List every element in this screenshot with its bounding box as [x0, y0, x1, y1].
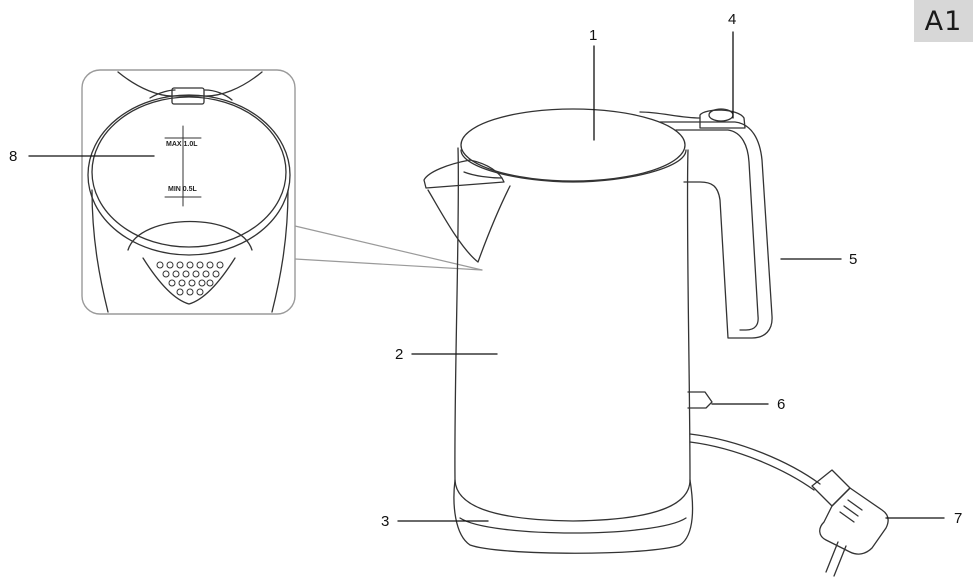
magnifier-connector: [294, 225, 483, 271]
callout-4: 4: [728, 11, 737, 28]
max-level-mark: MAX 1.0L: [166, 141, 198, 148]
callout-8: 8: [9, 148, 18, 165]
min-level-mark: MIN 0.5L: [168, 186, 197, 193]
leader-lines: [28, 31, 945, 522]
handle-shape: [659, 121, 773, 339]
callout-5: 5: [849, 251, 858, 268]
figure-badge: A1: [914, 0, 973, 42]
filter-holes: [156, 261, 224, 296]
callout-2: 2: [395, 346, 404, 363]
switch-shape: [699, 109, 746, 129]
lid-shape: [460, 108, 686, 182]
spout-shape: [423, 159, 505, 189]
callout-7: 7: [954, 510, 963, 527]
callout-6: 6: [777, 396, 786, 413]
plug-shape: [811, 469, 889, 577]
callout-3: 3: [381, 513, 390, 530]
body-shape: [454, 147, 691, 522]
level-marks: [164, 125, 202, 207]
inset-top-view: [81, 69, 296, 315]
callout-1: 1: [589, 27, 598, 44]
kettle-body-group: [423, 108, 889, 577]
